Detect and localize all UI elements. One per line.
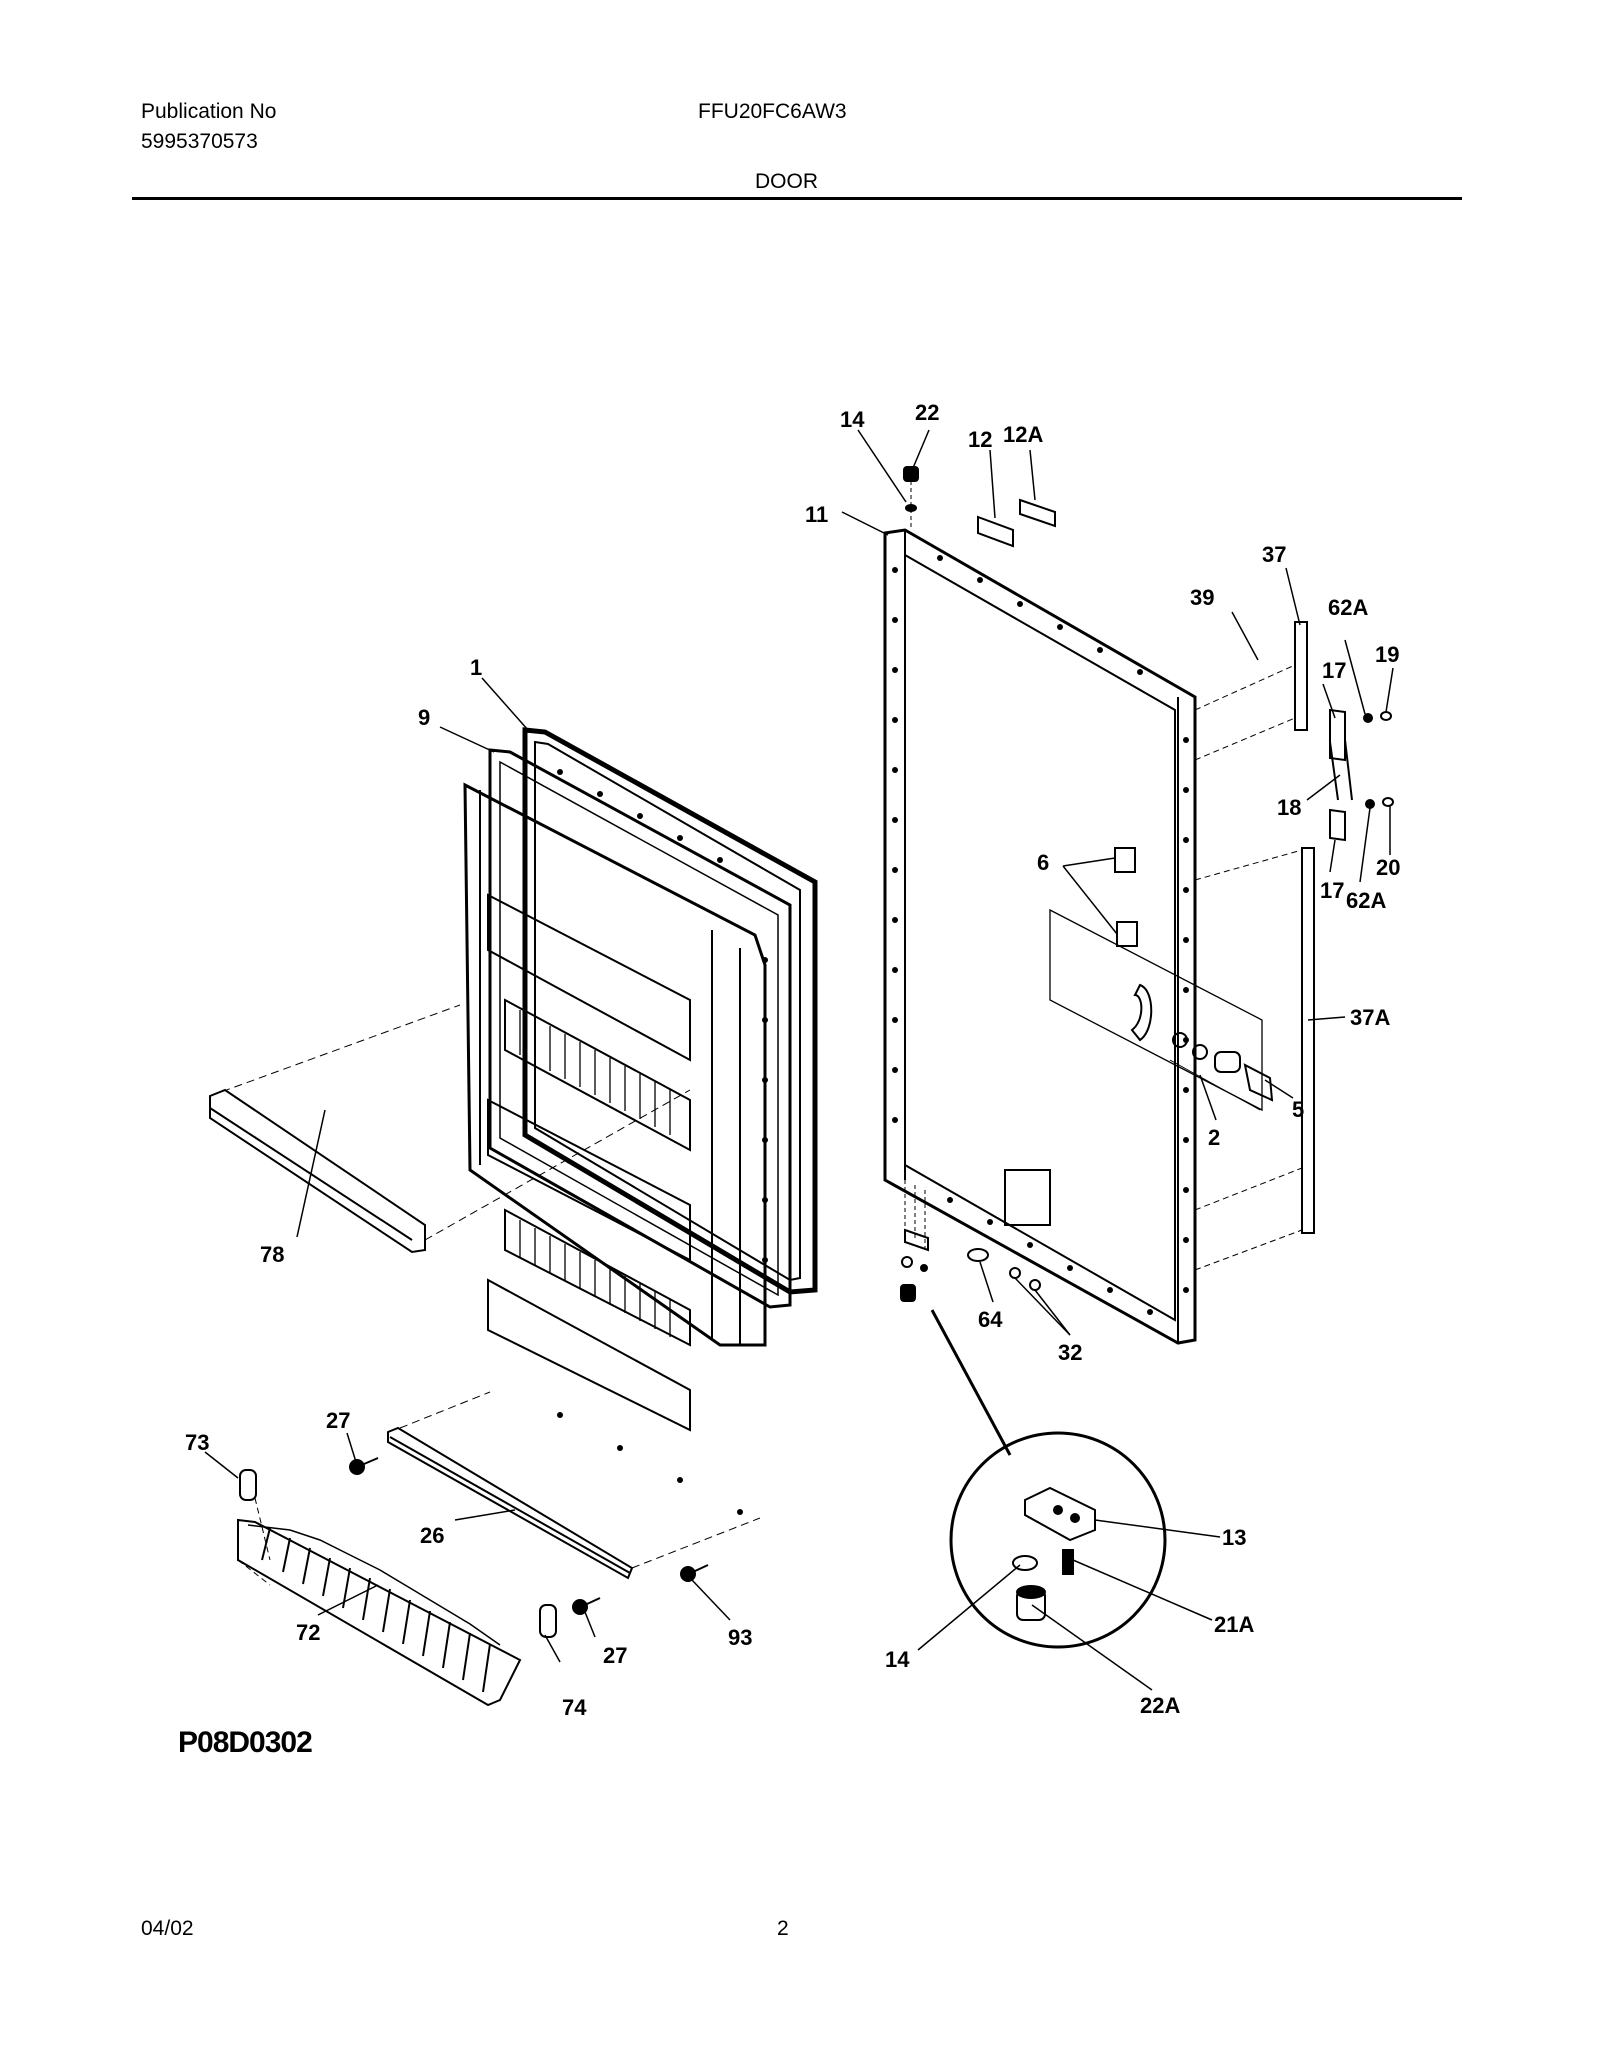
callout-12A: 12A <box>1003 422 1043 447</box>
basket-72 <box>237 1518 522 1707</box>
bracket-73 <box>239 1469 271 1561</box>
outer-door-panel-11 <box>883 528 1197 1345</box>
page-number: 2 <box>777 1917 789 1940</box>
washer-14-top <box>905 504 917 512</box>
door-liner-screws <box>557 769 768 1515</box>
publication-label: Publication No <box>141 100 277 123</box>
lock-cam-5 <box>1243 1063 1274 1102</box>
callout-17-bottom: 17 <box>1320 878 1344 903</box>
callout-20: 20 <box>1376 855 1400 880</box>
callout-27-lower: 27 <box>603 1643 627 1668</box>
callout-19: 19 <box>1375 642 1399 667</box>
washers-32 <box>1009 1267 1041 1291</box>
cap-20 <box>1382 797 1394 807</box>
door-shelf-ribs <box>519 1010 671 1337</box>
model-number: FFU20FC6AW3 <box>698 100 847 123</box>
diagram-code: P08D0302 <box>178 1726 313 1759</box>
screw-93 <box>680 1564 709 1582</box>
callout-22A: 22A <box>1140 1693 1180 1718</box>
bracket-74 <box>539 1604 557 1638</box>
screw-62A-top <box>1363 713 1373 723</box>
screw-62A-bottom <box>1365 799 1375 809</box>
footer-date: 04/02 <box>141 1917 194 1940</box>
callout-18: 18 <box>1277 795 1301 820</box>
bottom-hinge-area <box>900 1169 1051 1302</box>
callout-93: 93 <box>728 1625 752 1650</box>
door-shelves <box>487 893 691 1432</box>
bottom-rail-26 <box>387 1391 761 1580</box>
callout-27-upper: 27 <box>326 1408 350 1433</box>
callout-12: 12 <box>968 427 992 452</box>
washer-64 <box>967 1248 989 1262</box>
callout-39: 39 <box>1190 585 1214 610</box>
callout-2: 2 <box>1208 1125 1220 1150</box>
screw-27b <box>572 1597 601 1615</box>
callout-5: 5 <box>1292 1097 1304 1122</box>
callout-37: 37 <box>1262 542 1286 567</box>
publication-number: 5995370573 <box>141 130 258 153</box>
callout-22: 22 <box>915 400 939 425</box>
callout-labels: 1 9 78 73 27 26 72 27 74 93 14 22 12 12A… <box>185 400 1400 1720</box>
latch-brackets-6 <box>1114 847 1138 947</box>
callout-1: 1 <box>470 655 482 680</box>
callout-14-top: 14 <box>840 407 865 432</box>
label-12 <box>977 515 1014 548</box>
callout-9: 9 <box>418 705 430 730</box>
header-rule <box>132 197 1462 200</box>
handle-18 <box>1329 708 1353 842</box>
lock-assembly-2 <box>1049 908 1263 1112</box>
callout-11: 11 <box>805 502 828 527</box>
callout-26: 26 <box>420 1523 444 1548</box>
section-title: DOOR <box>755 170 818 193</box>
handle-mount-37A <box>1194 847 1315 1271</box>
callout-78: 78 <box>260 1242 284 1267</box>
callout-17-top: 17 <box>1322 658 1346 683</box>
shelf-rail-78 <box>209 1004 691 1254</box>
callout-21A: 21A <box>1214 1612 1254 1637</box>
callout-64: 64 <box>978 1307 1003 1332</box>
label-12A <box>1019 498 1056 528</box>
door-liner-part <box>463 748 792 1347</box>
callout-62A-bottom: 62A <box>1346 888 1386 913</box>
hinge-detail-circle <box>930 1309 1167 1649</box>
callout-73: 73 <box>185 1430 209 1455</box>
callout-6: 6 <box>1037 850 1049 875</box>
callout-14-detail: 14 <box>885 1647 910 1672</box>
screw-27a <box>349 1457 379 1475</box>
callout-32: 32 <box>1058 1340 1082 1365</box>
door-gasket-part <box>522 727 818 1295</box>
callout-37A: 37A <box>1350 1005 1390 1030</box>
hinge-pin-22 <box>903 466 919 530</box>
callout-13: 13 <box>1222 1525 1246 1550</box>
cap-19 <box>1380 711 1392 721</box>
handle-mount-37 <box>1194 621 1308 761</box>
callout-72: 72 <box>296 1620 320 1645</box>
callout-62A-top: 62A <box>1328 595 1368 620</box>
leader-lines <box>204 429 1394 1691</box>
callout-74: 74 <box>562 1695 587 1720</box>
